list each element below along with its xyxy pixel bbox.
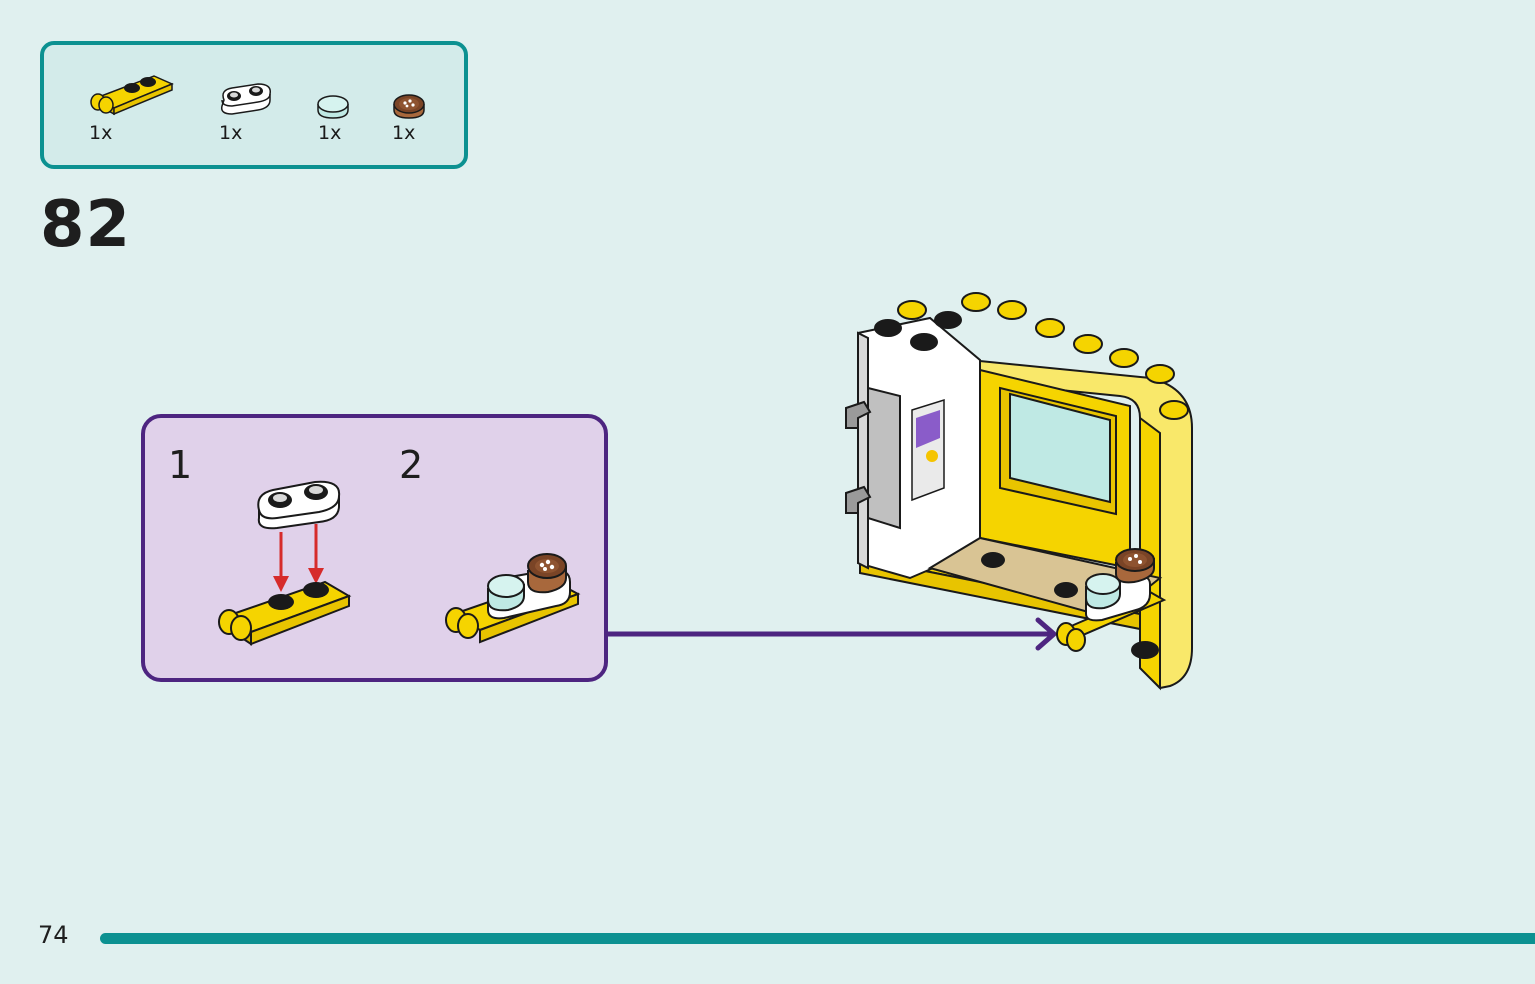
step-number: 82 — [40, 188, 132, 262]
callout-arrow — [606, 617, 1057, 651]
substep-1-illustration — [218, 480, 352, 646]
part-quantity: 1x — [89, 122, 113, 144]
part-quantity: 1x — [318, 122, 342, 144]
yellow-handle-plate-icon — [90, 75, 174, 116]
substep-number: 2 — [399, 443, 424, 487]
footer-rule — [100, 933, 1535, 944]
brown-round-cookie-tile-icon — [393, 94, 425, 119]
main-model-illustration — [845, 292, 1193, 691]
part-quantity: 1x — [219, 122, 243, 144]
substep-2-illustration — [445, 553, 581, 644]
subassembly-box — [141, 414, 608, 682]
transparent-round-tile-icon — [317, 95, 349, 119]
white-plate-1x2-icon — [220, 83, 271, 115]
substep-number: 1 — [168, 443, 193, 487]
page-number: 74 — [38, 921, 69, 949]
part-quantity: 1x — [392, 122, 416, 144]
